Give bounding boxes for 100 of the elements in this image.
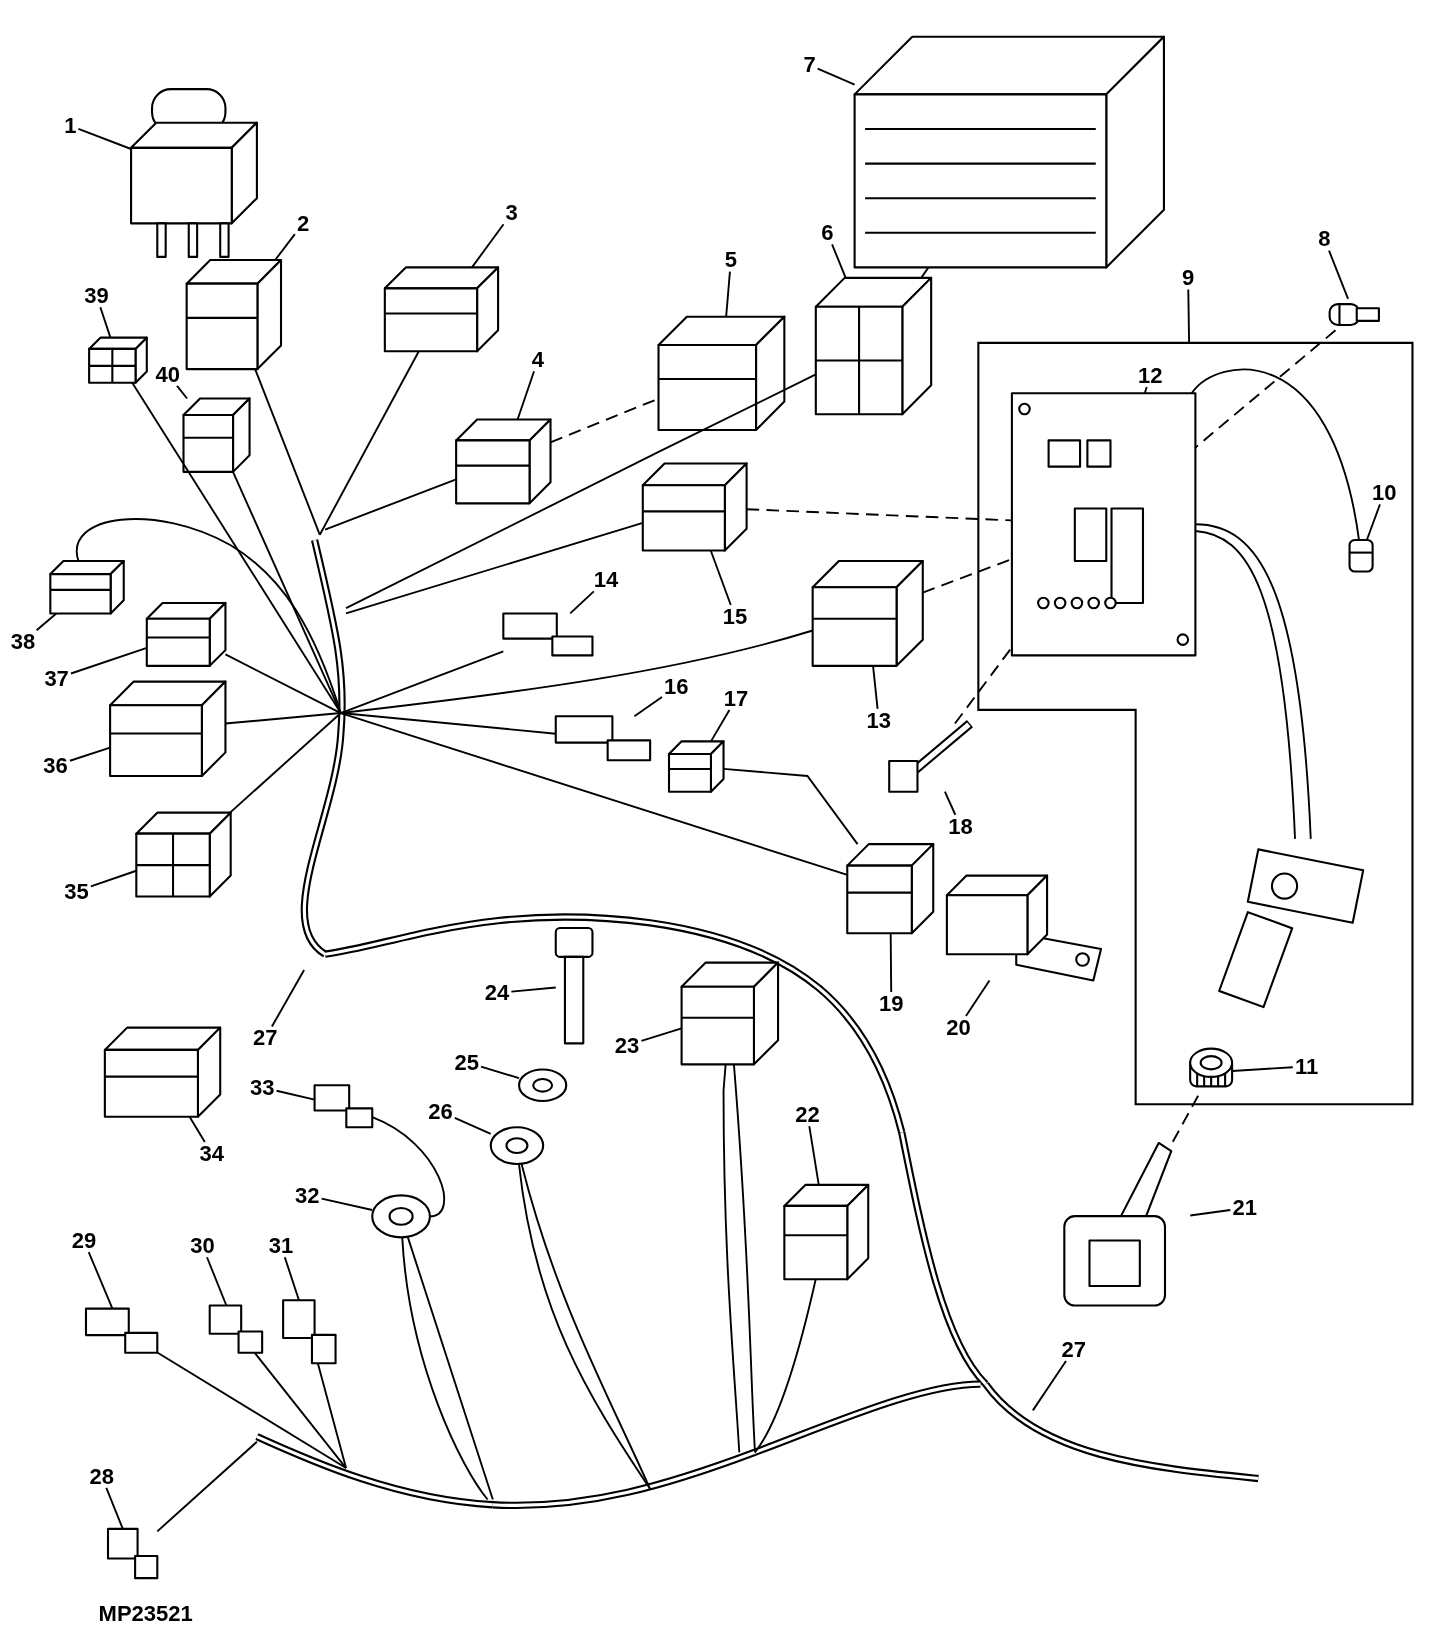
connector-drawing — [136, 812, 231, 897]
wire — [156, 1351, 347, 1469]
leader-line — [1328, 249, 1350, 300]
switch-drawing — [131, 89, 257, 257]
wire — [722, 1063, 741, 1454]
connector-drawing — [104, 1027, 221, 1117]
leader-line — [69, 746, 112, 762]
callout-number: 24 — [482, 981, 512, 1005]
leader-line — [816, 67, 856, 86]
leader-line — [516, 370, 535, 421]
callout-number: 37 — [42, 666, 71, 690]
callout-number: 11 — [1292, 1054, 1321, 1078]
leader-line — [453, 1116, 492, 1135]
callout-number: 17 — [721, 686, 751, 710]
leader-line — [105, 1487, 124, 1530]
terminal-drawing — [1349, 540, 1373, 572]
leader-line — [633, 695, 663, 718]
washer-drawing — [519, 1069, 567, 1102]
leader-line — [709, 549, 732, 606]
connector-drawing — [186, 260, 281, 370]
callout-number: 16 — [662, 675, 691, 699]
leader-line — [710, 708, 731, 743]
leader-line — [480, 1065, 520, 1080]
wire — [1194, 530, 1296, 840]
terminal-drawing — [108, 1528, 158, 1579]
callout-number: 8 — [1316, 227, 1333, 251]
leader-line — [510, 986, 557, 993]
wire — [254, 368, 321, 536]
terminal-drawing — [86, 1308, 158, 1353]
leader-line — [77, 128, 132, 150]
terminal-drawing — [209, 1305, 263, 1353]
callout-number: 19 — [876, 992, 906, 1016]
leader-line — [872, 664, 879, 710]
callout-number: 13 — [864, 708, 894, 732]
leader-line — [1231, 1066, 1294, 1072]
washer-drawing — [490, 1127, 544, 1164]
callout-number: 21 — [1230, 1196, 1260, 1220]
wire — [232, 470, 342, 714]
leader-line — [176, 384, 188, 400]
callout-number: 7 — [801, 53, 818, 77]
leader-line — [188, 1115, 206, 1143]
wire — [131, 381, 342, 714]
wire — [253, 1351, 347, 1469]
leader-line — [320, 1197, 374, 1211]
wire — [339, 712, 557, 735]
leader-line — [35, 612, 58, 632]
callout-number: 33 — [247, 1075, 277, 1099]
callout-number: 27 — [250, 1026, 280, 1050]
control-module-drawing — [854, 36, 1164, 268]
connector-drawing — [456, 419, 551, 504]
callout-number: 34 — [197, 1141, 227, 1165]
terminal-drawing — [283, 1300, 336, 1364]
callout-number: 10 — [1369, 481, 1399, 505]
dashed-line — [1194, 329, 1337, 449]
wire — [1194, 523, 1312, 840]
bolt-drawing — [555, 928, 593, 1044]
leader-line — [965, 979, 991, 1018]
callout-number: 1 — [62, 114, 79, 138]
callout-number: 4 — [529, 348, 547, 372]
connector-drawing — [642, 463, 747, 551]
callout-number: 26 — [426, 1100, 455, 1124]
wire — [345, 373, 817, 610]
callout-number: 32 — [292, 1183, 322, 1207]
terminal-drawing — [314, 1085, 373, 1128]
callout-number: 35 — [62, 879, 91, 903]
wire — [324, 478, 458, 531]
callout-number: 38 — [8, 630, 38, 654]
washer-drawing — [372, 1195, 430, 1238]
callout-number: 12 — [1135, 363, 1165, 387]
wire — [732, 1063, 756, 1454]
wire — [229, 712, 342, 814]
callout-number: 29 — [69, 1228, 99, 1253]
dashed-line — [954, 646, 1013, 725]
bolt-drawing — [889, 723, 970, 792]
wire — [224, 712, 342, 725]
wire — [339, 650, 505, 714]
leader-line — [270, 969, 306, 1028]
connector-drawing — [50, 561, 124, 614]
callout-number: 5 — [722, 248, 740, 272]
connector-drawing — [784, 1184, 869, 1280]
connector-drawing — [110, 681, 226, 776]
wire — [156, 1440, 258, 1533]
callout-number: 31 — [266, 1234, 296, 1258]
leader-line — [943, 790, 957, 816]
wire — [722, 767, 859, 846]
leader-line — [89, 869, 138, 888]
leader-line — [87, 1251, 114, 1310]
leader-line — [889, 932, 893, 993]
wire — [224, 653, 342, 714]
leader-line — [1031, 1360, 1067, 1412]
leader-line — [569, 590, 595, 615]
leader-line — [1187, 288, 1191, 344]
leader-line — [1143, 386, 1148, 395]
callout-number: 6 — [819, 221, 836, 245]
leader-line — [70, 646, 148, 675]
callout-number: 22 — [793, 1103, 822, 1127]
leader-line — [808, 1125, 820, 1186]
leader-line — [99, 306, 112, 339]
leader-line — [283, 1256, 300, 1302]
leader-line — [1189, 1209, 1232, 1217]
